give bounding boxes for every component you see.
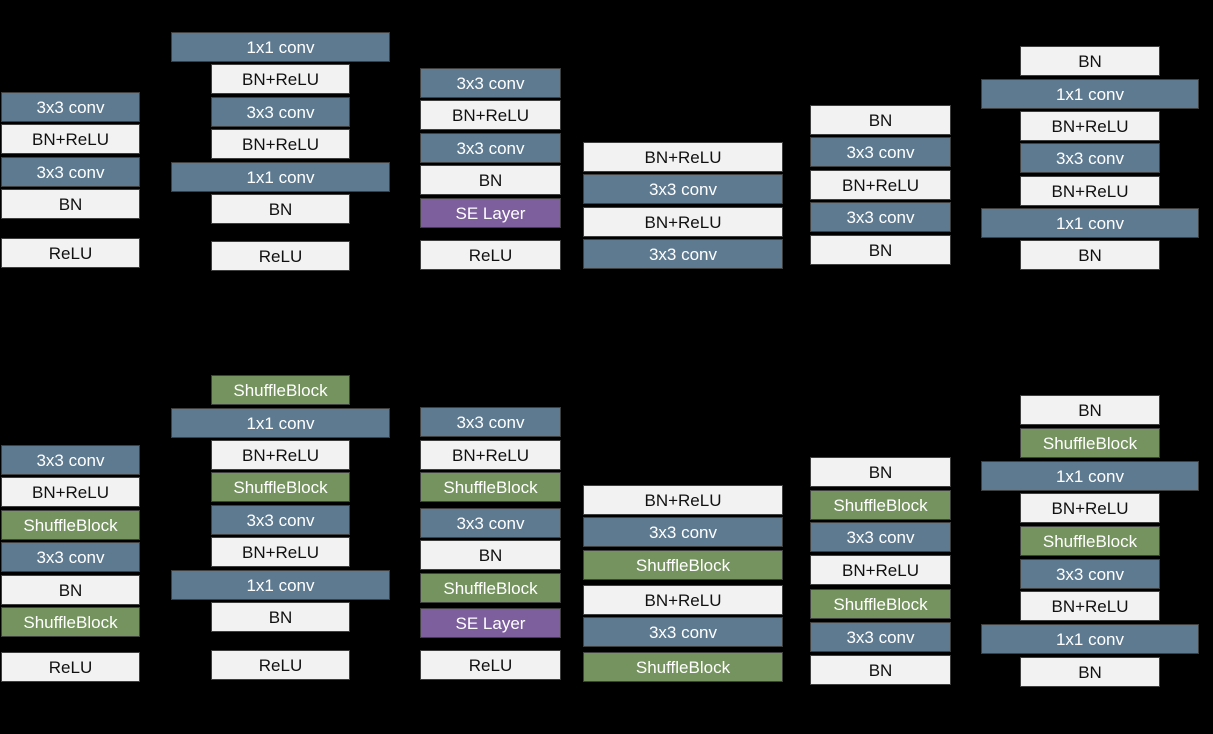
layer-box-bn: BN [810,655,951,685]
layer-box-bn-relu: BN+ReLU [211,440,350,470]
layer-box-3x3-conv: 3x3 conv [420,407,561,437]
layer-box-bn: BN [1,575,140,605]
layer-box-bn-relu: BN+ReLU [1,477,140,507]
layer-box-bn-relu: BN+ReLU [810,170,951,200]
layer-box-bn-relu: BN+ReLU [1,124,140,154]
layer-box-3x3-conv: 3x3 conv [1020,559,1160,589]
layer-box-3x3-conv: 3x3 conv [810,202,951,232]
layer-box-3x3-conv: 3x3 conv [583,239,783,269]
layer-box-shuffleblock: ShuffleBlock [1,510,140,540]
layer-box-bn: BN [1020,657,1160,687]
layer-box-bn-relu: BN+ReLU [211,537,350,567]
layer-box-3x3-conv: 3x3 conv [1020,143,1160,173]
layer-box-bn-relu: BN+ReLU [1020,493,1160,523]
layer-box-3x3-conv: 3x3 conv [1,445,140,475]
layer-box-shuffleblock: ShuffleBlock [810,490,951,520]
layer-box-1x1-conv: 1x1 conv [171,570,390,600]
layer-box-bn: BN [420,540,561,570]
layer-box-se-layer: SE Layer [420,198,561,228]
layer-box-shuffleblock: ShuffleBlock [1,607,140,637]
layer-box-bn: BN [211,602,350,632]
layer-box-bn-relu: BN+ReLU [583,142,783,172]
layer-box-1x1-conv: 1x1 conv [981,79,1199,109]
layer-box-3x3-conv: 3x3 conv [1,157,140,187]
layer-box-relu: ReLU [1,238,140,268]
layer-box-bn-relu: BN+ReLU [1020,111,1160,141]
layer-box-bn: BN [211,194,350,224]
layer-box-relu: ReLU [1,652,140,682]
layer-box-1x1-conv: 1x1 conv [981,208,1199,238]
layer-box-3x3-conv: 3x3 conv [211,505,350,535]
layer-box-3x3-conv: 3x3 conv [583,617,783,647]
layer-box-1x1-conv: 1x1 conv [981,461,1199,491]
layer-box-bn: BN [1020,395,1160,425]
layer-box-bn-relu: BN+ReLU [420,440,561,470]
layer-box-3x3-conv: 3x3 conv [583,174,783,204]
layer-box-shuffleblock: ShuffleBlock [420,573,561,603]
layer-box-bn-relu: BN+ReLU [583,207,783,237]
layer-box-bn-relu: BN+ReLU [211,64,350,94]
layer-box-se-layer: SE Layer [420,608,561,638]
layer-box-1x1-conv: 1x1 conv [171,32,390,62]
layer-box-3x3-conv: 3x3 conv [810,622,951,652]
layer-box-bn-relu: BN+ReLU [583,585,783,615]
layer-box-bn-relu: BN+ReLU [211,129,350,159]
layer-box-3x3-conv: 3x3 conv [420,68,561,98]
layer-box-relu: ReLU [420,240,561,270]
layer-box-3x3-conv: 3x3 conv [583,517,783,547]
layer-box-3x3-conv: 3x3 conv [420,133,561,163]
layer-box-bn: BN [420,165,561,195]
layer-box-bn-relu: BN+ReLU [810,555,951,585]
layer-box-shuffleblock: ShuffleBlock [1020,526,1160,556]
layer-box-relu: ReLU [211,241,350,271]
layer-box-relu: ReLU [420,650,561,680]
layer-box-3x3-conv: 3x3 conv [1,542,140,572]
layer-box-bn-relu: BN+ReLU [583,485,783,515]
layer-box-3x3-conv: 3x3 conv [810,137,951,167]
layer-box-3x3-conv: 3x3 conv [1,92,140,122]
layer-box-3x3-conv: 3x3 conv [211,97,350,127]
layer-box-bn: BN [1,189,140,219]
layer-box-shuffleblock: ShuffleBlock [1020,428,1160,458]
layer-box-shuffleblock: ShuffleBlock [211,375,350,405]
layer-box-bn-relu: BN+ReLU [420,100,561,130]
layer-box-bn: BN [810,105,951,135]
layer-box-bn: BN [810,235,951,265]
layer-box-relu: ReLU [211,650,350,680]
layer-box-3x3-conv: 3x3 conv [420,508,561,538]
layer-box-shuffleblock: ShuffleBlock [583,652,783,682]
layer-box-shuffleblock: ShuffleBlock [583,550,783,580]
layer-box-bn: BN [1020,46,1160,76]
layer-box-shuffleblock: ShuffleBlock [810,589,951,619]
layer-box-bn: BN [1020,240,1160,270]
layer-box-bn-relu: BN+ReLU [1020,591,1160,621]
layer-box-bn-relu: BN+ReLU [1020,176,1160,206]
layer-box-1x1-conv: 1x1 conv [171,408,390,438]
layer-box-bn: BN [810,457,951,487]
layer-box-shuffleblock: ShuffleBlock [211,472,350,502]
layer-box-1x1-conv: 1x1 conv [981,624,1199,654]
layer-box-1x1-conv: 1x1 conv [171,162,390,192]
layer-box-3x3-conv: 3x3 conv [810,522,951,552]
layer-box-shuffleblock: ShuffleBlock [420,472,561,502]
